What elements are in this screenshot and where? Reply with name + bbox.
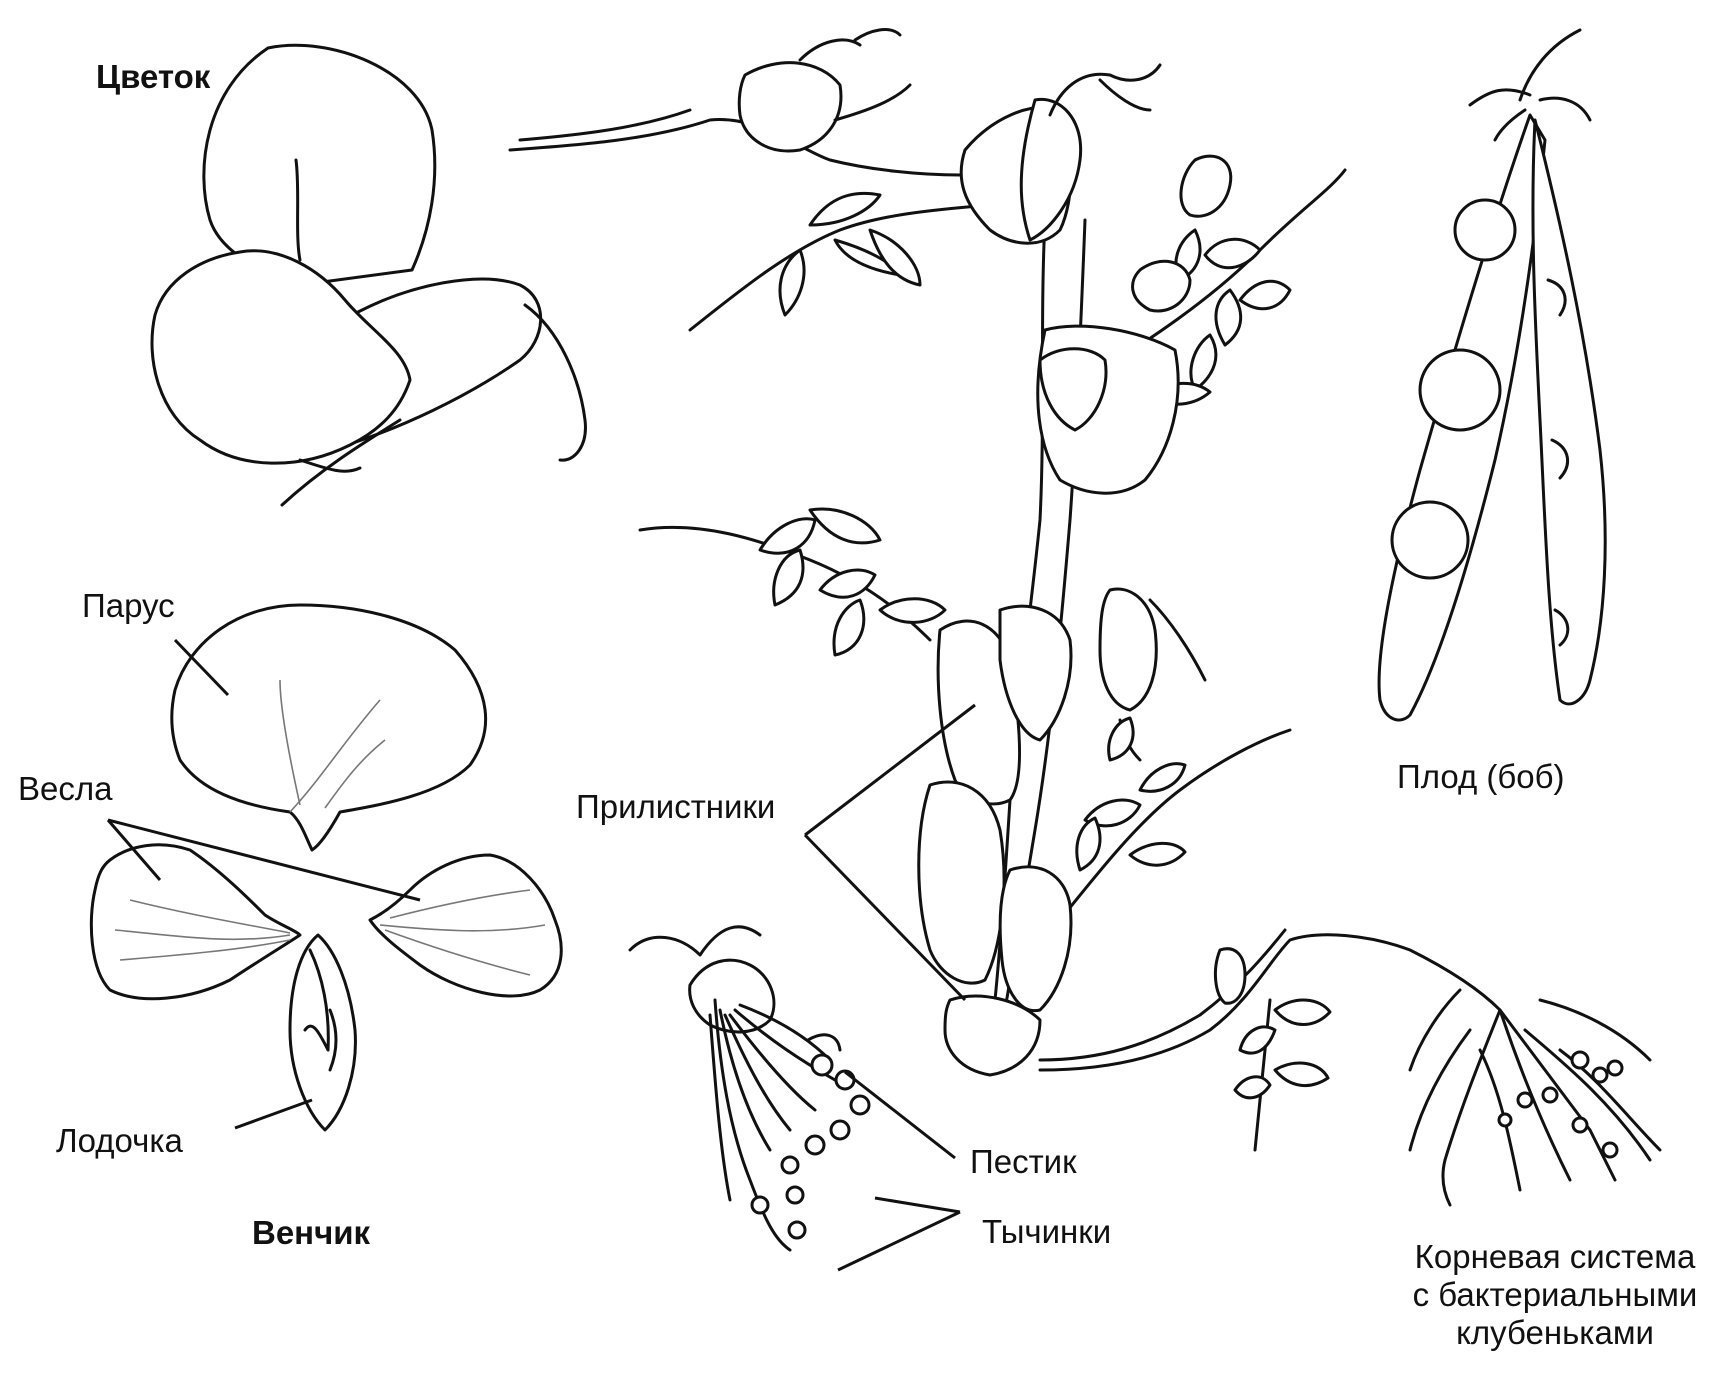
root-illustration (1040, 930, 1660, 1205)
flower-label: Цветок (96, 58, 210, 96)
corolla-illustration (91, 605, 561, 1130)
pod-illustration (1379, 30, 1605, 720)
keel-label: Лодочка (56, 1122, 183, 1160)
roots-label-line-2: с бактериальными (1385, 1276, 1725, 1314)
wings-label: Весла (18, 770, 112, 808)
stamens-label: Тычинки (982, 1213, 1111, 1251)
roots-label: Корневая система с бактериальными клубен… (1385, 1238, 1725, 1352)
corolla-label: Венчик (252, 1214, 370, 1252)
fruit-label: Плод (боб) (1397, 758, 1565, 796)
flower-illustration (152, 45, 585, 505)
roots-label-line-3: клубеньками (1385, 1314, 1725, 1352)
standard-label: Парус (82, 587, 175, 625)
roots-label-line-1: Корневая система (1385, 1238, 1725, 1276)
pistil-label: Пестик (970, 1143, 1077, 1181)
stamen-pistil-illustration (630, 927, 869, 1250)
plant-illustration (510, 30, 1345, 1075)
stipules-label: Прилистники (576, 788, 775, 826)
